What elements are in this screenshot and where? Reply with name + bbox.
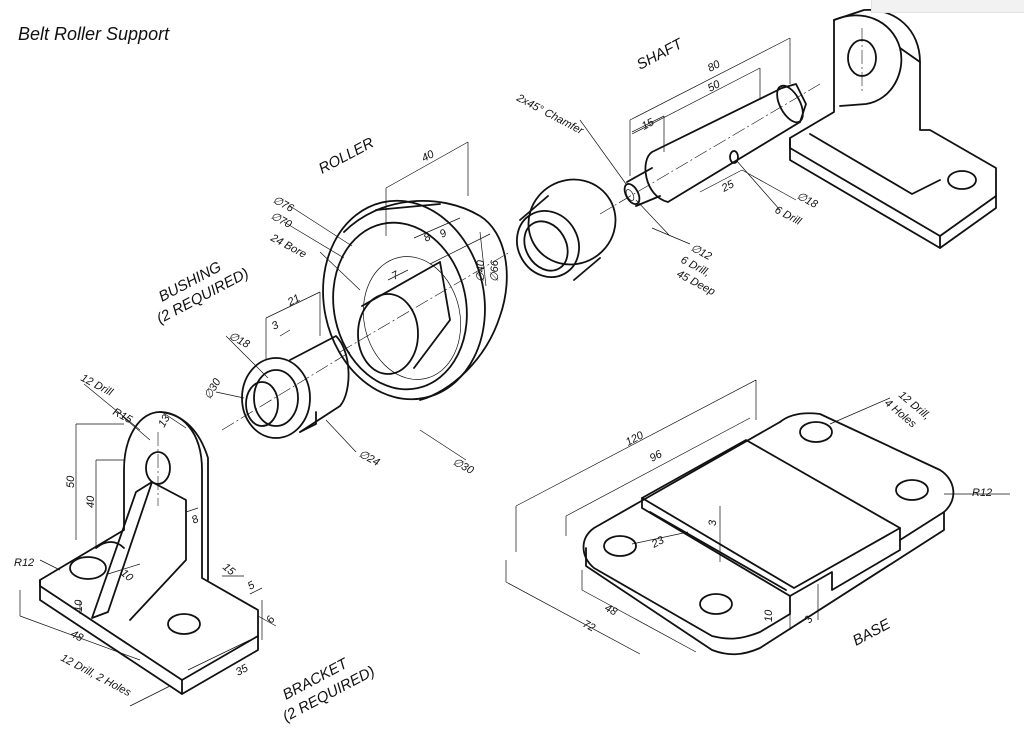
roller-dim-8: 8 [422,231,434,245]
roller-d66-note: ∅66 [489,259,501,282]
bracket-dim-5: 5 [246,579,258,593]
bracket-r12-note: R12 [14,557,34,569]
base-dim-23: 23 [649,534,667,551]
bracket-dim-50: 50 [65,475,77,488]
bushing-part [221,335,351,439]
shaft-dim-25: 25 [719,178,737,195]
roller-dim-7: 7 [390,269,402,283]
roller-part [322,199,511,401]
base-dim-3a: 3 [707,519,719,526]
roller-dim-9: 9 [438,227,449,240]
window-corner-strip [871,0,1024,13]
base-dim-72: 72 [581,618,597,634]
base-dim-10: 10 [763,609,775,622]
base-part [582,412,955,656]
bushing-dimensions: 21 3 [215,291,357,453]
base-r12-note: R12 [972,487,992,499]
bushing-dim-3: 3 [270,319,282,333]
bushing-dim-21: 21 [285,292,302,309]
upper-bushing-part [516,178,617,281]
upper-bracket-part [789,9,997,249]
bracket-dimensions: 13 50 40 8 10 15 5 10 6 48 35 [19,383,278,707]
drawing-title: Belt Roller Support [18,24,170,44]
bracket-part [39,411,259,695]
roller-d40-note: ∅40 [475,259,487,282]
shaft-part [599,83,821,215]
bracket-dim-10b: 10 [73,599,85,612]
bracket-dim-40: 40 [85,495,97,508]
bracket-dim-8: 8 [190,513,202,527]
